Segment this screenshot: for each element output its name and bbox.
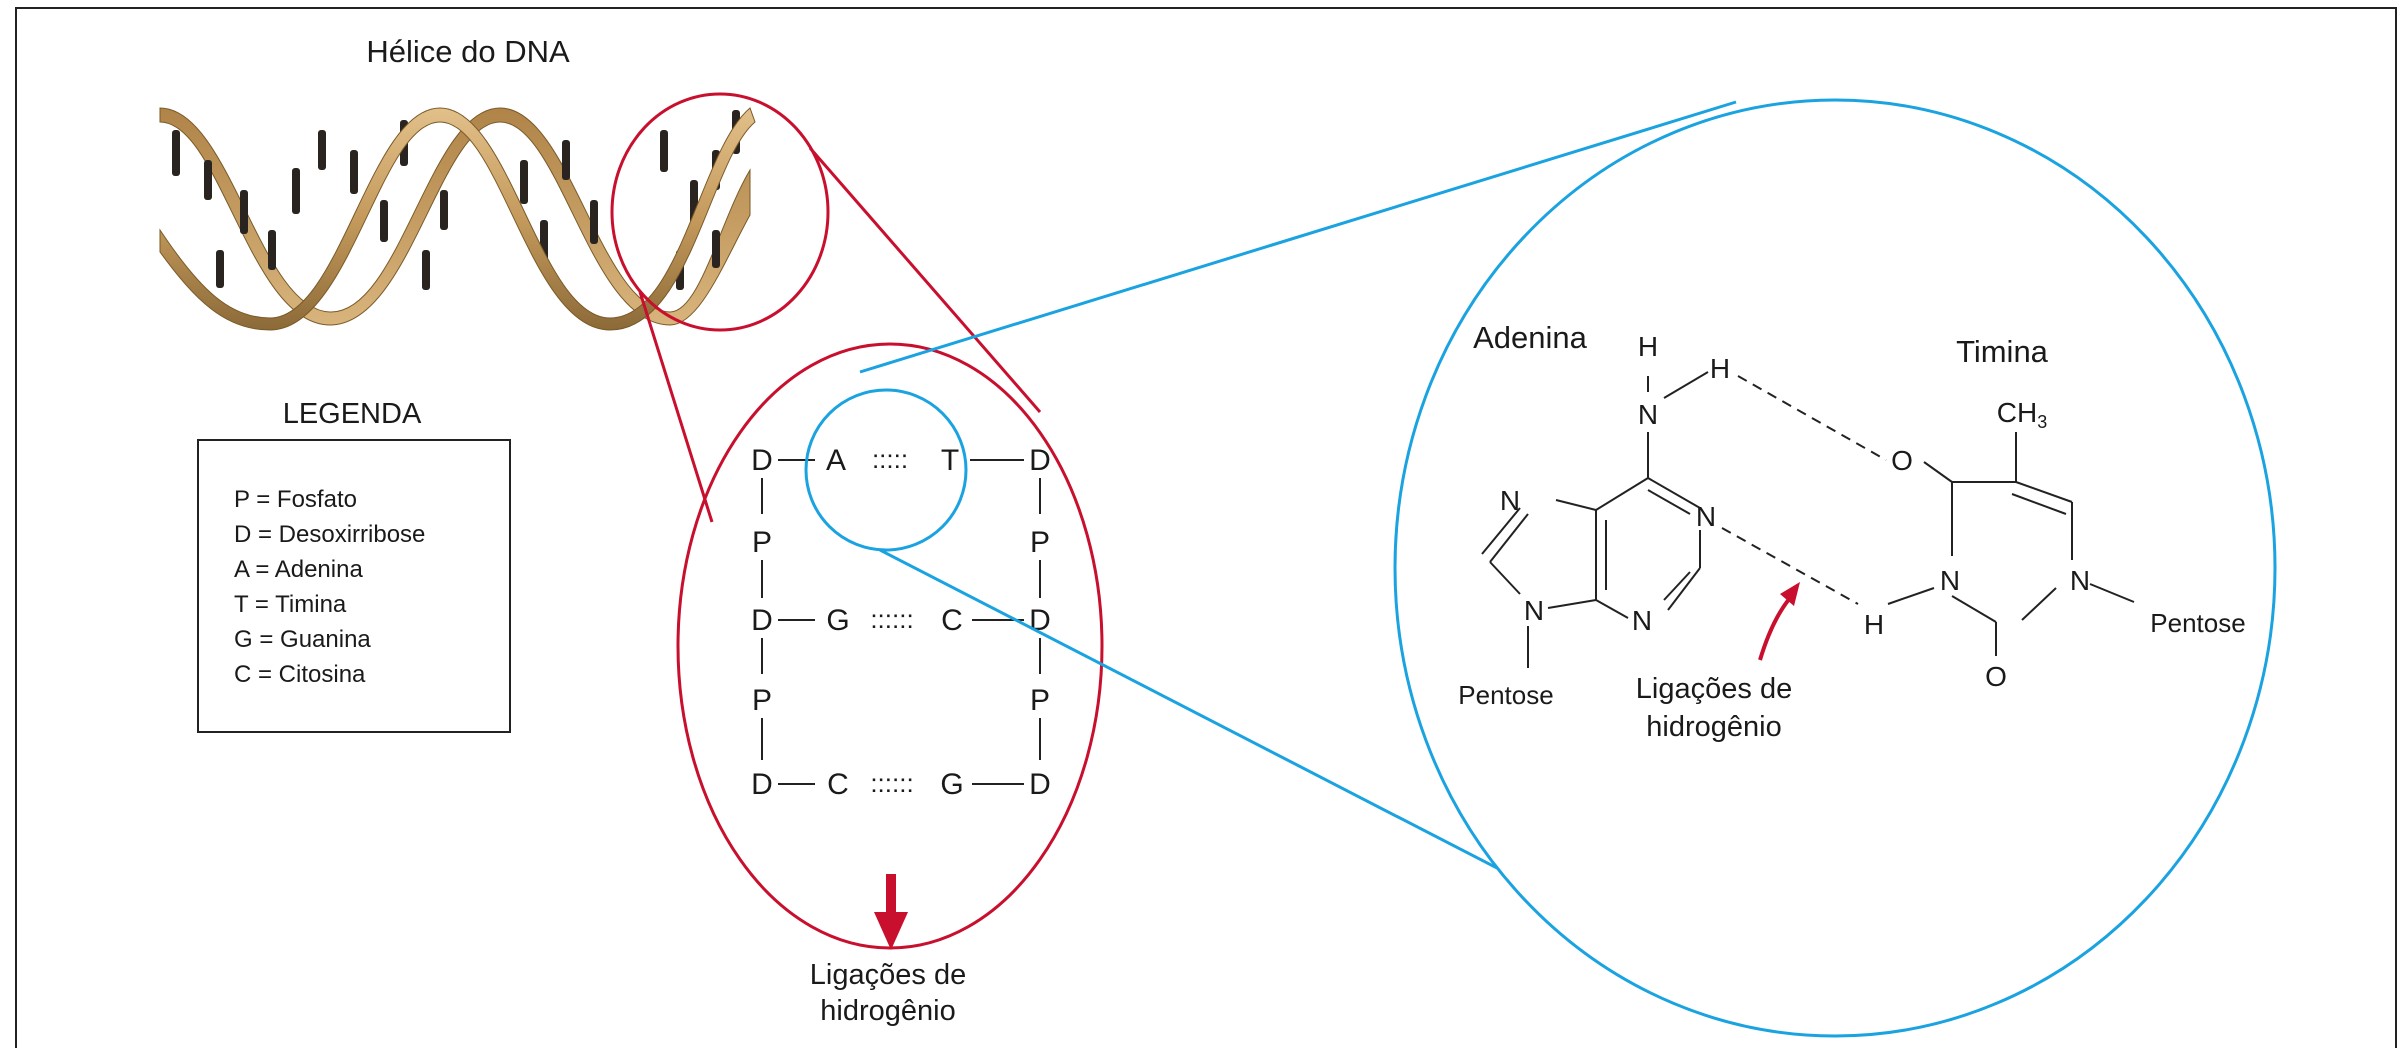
hbond-dash [1721, 527, 1859, 605]
blue-zoom-line-top [859, 100, 1737, 374]
thymine-structure [1887, 432, 2135, 656]
ladder-sugar-left: D [751, 444, 773, 477]
ladder-phosphate: P [752, 526, 772, 559]
adenine-pentose: Pentose [1458, 680, 1553, 710]
dna-helix-illustration [159, 107, 756, 331]
ladder-base-adenine: A [826, 444, 846, 477]
ladder-hbond-label-line1: Ligações de [810, 959, 966, 991]
detail-hbond-arrowhead [1780, 582, 1800, 606]
atom-n: N [1500, 485, 1520, 516]
molecular-detail-circle [1393, 98, 2277, 1038]
atom-h: H [1638, 331, 1658, 362]
legend-items: P = Fosfato D = Desoxirribose A = Adenin… [234, 486, 425, 688]
adenine-structure [1481, 371, 1709, 668]
helix-base-pairs [172, 110, 740, 290]
ladder-phosphate: P [752, 684, 772, 717]
hbond-dash [1737, 375, 1887, 461]
ladder-phosphate: P [1030, 526, 1050, 559]
detail-hbond-arrow [1758, 596, 1792, 661]
atom-ch3-subscript: 3 [2037, 412, 2047, 432]
legend-box [197, 439, 511, 733]
detail-hbond-label-line2: hidrogênio [1646, 711, 1781, 743]
legend-item: C = Citosina [234, 661, 366, 688]
atom-n: N [1696, 501, 1716, 532]
ladder-hbond-arrow [874, 874, 908, 950]
thymine-label: Timina [1956, 334, 2049, 369]
ladder-sugar-right: D [1029, 768, 1051, 801]
ladder-base-guanine: G [826, 604, 849, 637]
ladder-hbond-label-line2: hidrogênio [820, 995, 955, 1027]
atom-h: H [1710, 353, 1730, 384]
ladder-hbonds: :::::: [870, 768, 913, 798]
legend-item: G = Guanina [234, 626, 371, 653]
ladder-hbonds: :::::: [870, 604, 913, 634]
atom-o: O [1985, 661, 2007, 692]
dna-ladder: D A ::::: T D P P D G :::::: C D P P D C… [751, 444, 1051, 801]
atom-n: N [1638, 399, 1658, 430]
detail-hbond-label-line1: Ligações de [1636, 673, 1792, 705]
atom-n: N [2070, 565, 2090, 596]
ladder-sugar-left: D [751, 604, 773, 637]
ladder-zoom-oval [676, 342, 1104, 950]
ladder-base-cytosine: C [941, 604, 963, 637]
figure-frame [15, 7, 2397, 1053]
red-zoom-line-right [808, 147, 1042, 413]
legend-item: P = Fosfato [234, 486, 357, 513]
thymine-pentose: Pentose [2150, 608, 2245, 638]
atom-ch3: CH [1997, 397, 2037, 428]
ladder-base-thymine: T [941, 444, 959, 477]
ladder-phosphate: P [1030, 684, 1050, 717]
atom-n: N [1632, 605, 1652, 636]
ladder-base-cytosine: C [827, 768, 849, 801]
legend-item: T = Timina [234, 591, 347, 618]
helix-front-strand [159, 107, 756, 331]
atom-n: N [1940, 565, 1960, 596]
molecular-detail: Adenina Timina H N H N [1458, 320, 2245, 743]
thymine-methyl: CH3 [1997, 397, 2047, 432]
legend-item: A = Adenina [234, 556, 363, 583]
atom-h: H [1864, 609, 1884, 640]
red-zoom-line-left [638, 291, 714, 523]
ladder-hbonds: ::::: [872, 444, 908, 474]
ladder-sugar-right: D [1029, 444, 1051, 477]
helix-title: Hélice do DNA [366, 34, 570, 69]
legend-item: D = Desoxirribose [234, 521, 425, 548]
legend-title: LEGENDA [283, 398, 422, 430]
adenine-label: Adenina [1473, 320, 1588, 355]
helix-back-strand [159, 107, 751, 326]
base-pair-zoom-circle [804, 388, 968, 552]
ladder-sugar-left: D [751, 768, 773, 801]
atom-o: O [1891, 445, 1913, 476]
helix-zoom-circle [610, 92, 830, 332]
ladder-base-guanine: G [940, 768, 963, 801]
atom-n: N [1524, 595, 1544, 626]
